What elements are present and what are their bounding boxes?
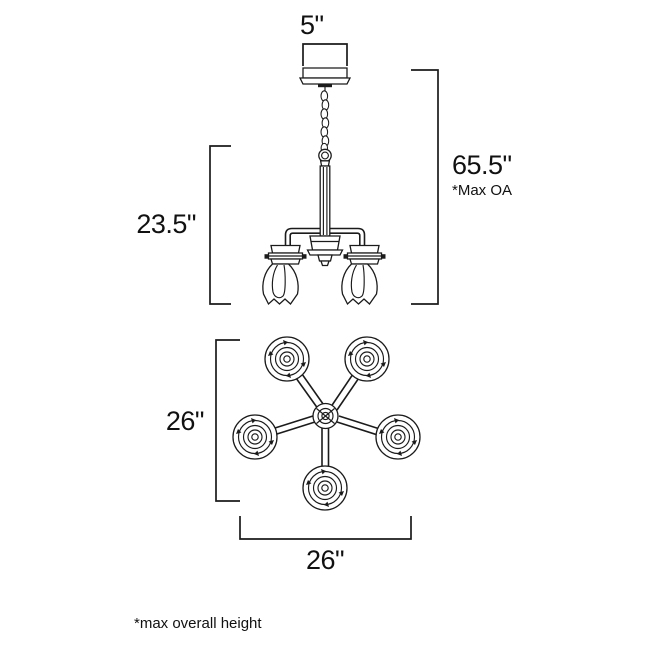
hanging-loop <box>318 148 332 167</box>
dimension-bracket-plan-width <box>239 516 412 540</box>
dimension-label-plan-height: 26" <box>166 406 204 436</box>
stem <box>319 165 331 237</box>
socket-bulb-left <box>262 244 307 306</box>
dimension-label-body-height: 23.5" <box>136 209 196 239</box>
dimension-label-plan-width: 26" <box>306 545 344 575</box>
canopy <box>298 67 352 88</box>
plan-socket-bottom <box>302 465 348 511</box>
plan-socket-left <box>232 414 278 460</box>
center-hub-side <box>306 235 344 267</box>
center-hub-top <box>312 402 339 430</box>
plan-socket-upper-right <box>344 336 390 382</box>
dimension-label-max-height: 65.5" <box>452 150 512 180</box>
socket-bulb-right <box>341 244 386 306</box>
dimension-bracket-canopy-width <box>302 43 348 66</box>
plan-socket-right <box>375 414 421 460</box>
top-plan-view: 26" 26" <box>166 336 421 575</box>
arm-right <box>329 227 366 246</box>
dimension-bracket-max-height <box>411 69 439 305</box>
plan-socket-upper-left <box>264 336 310 382</box>
footnote-text: *max overall height <box>134 615 262 632</box>
dimension-label-canopy-width: 5" <box>300 10 324 40</box>
side-elevation-view: 23.5" 5" 65.5" *Max OA <box>136 10 512 306</box>
dimension-bracket-plan-height <box>215 339 240 502</box>
chain <box>320 87 330 154</box>
dimension-note-max-oa: *Max OA <box>452 182 512 199</box>
dimension-bracket-body-height <box>209 145 231 305</box>
arm-left <box>284 227 321 246</box>
